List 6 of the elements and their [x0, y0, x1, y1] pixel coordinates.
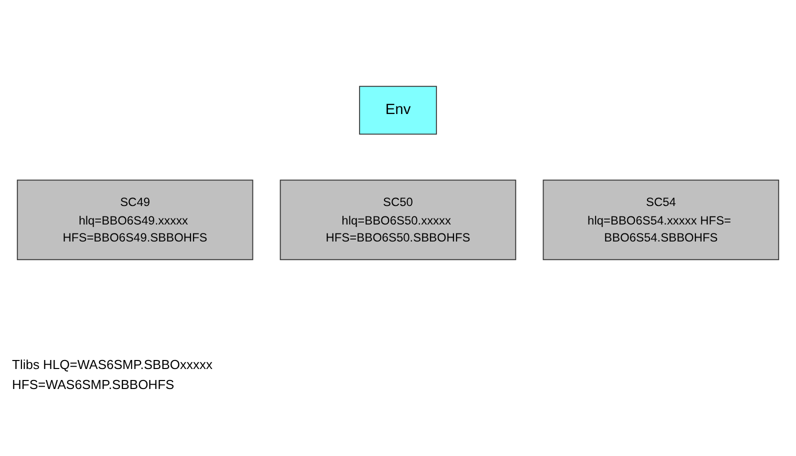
- process-box: SC50 hlq=BBO6S50.xxxxx HFS=BBO6S50.SBBOHFS: [280, 180, 516, 260]
- process-box: SC49 hlq=BBO6S49.xxxxx HFS=BBO6S49.SBBOHFS: [16, 180, 254, 260]
- process-box: Env: [359, 86, 437, 135]
- note-text: Tlibs HLQ=WAS6SMP.SBBOxxxxx: [12, 356, 212, 374]
- note-text: HFS=WAS6SMP.SBBOHFS: [12, 376, 176, 394]
- process-box: SC54 hlq=BBO6S54.xxxxx HFS= BBO6S54.SBBOHFS: [542, 180, 780, 260]
